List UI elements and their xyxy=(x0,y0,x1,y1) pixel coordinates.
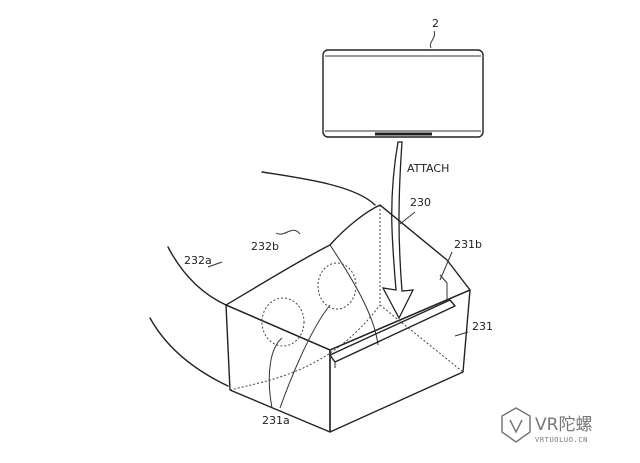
lens-leader-line-1 xyxy=(268,337,283,409)
slot-label: 231b xyxy=(454,238,482,251)
strap-a-leader-line xyxy=(207,261,223,268)
strap-top xyxy=(261,171,376,206)
watermark-url: VRTUOLUO.CN xyxy=(535,436,588,444)
lens-right xyxy=(317,262,357,310)
strap-b-leader-line xyxy=(275,229,301,235)
lens-leader-line-2 xyxy=(279,304,331,409)
watermark-brand: VR陀螺 xyxy=(535,415,592,435)
housing-label: 231 xyxy=(472,320,493,333)
slot-leader-line xyxy=(439,251,453,281)
goggle-leader-line xyxy=(399,211,416,225)
display-device xyxy=(322,49,484,138)
watermark: VR陀螺 VRTUOLUO.CN xyxy=(501,407,592,444)
lens-label: 231a xyxy=(262,414,290,427)
housing-leader-line xyxy=(454,331,469,337)
strap-b-label: 232b xyxy=(251,240,279,253)
lens-left xyxy=(261,297,305,347)
watermark-logo-icon xyxy=(501,407,531,443)
attach-label: ATTACH xyxy=(407,162,449,175)
device-leader-line xyxy=(429,30,436,49)
goggle-housing xyxy=(225,204,471,433)
device-slot xyxy=(329,274,456,368)
strap-left-lower xyxy=(149,317,229,387)
strap-a-label: 232a xyxy=(184,254,212,267)
strap-left-upper xyxy=(167,246,227,306)
goggle-label: 230 xyxy=(410,196,431,209)
device-label: 2 xyxy=(432,17,439,30)
attach-arrow xyxy=(381,141,415,320)
